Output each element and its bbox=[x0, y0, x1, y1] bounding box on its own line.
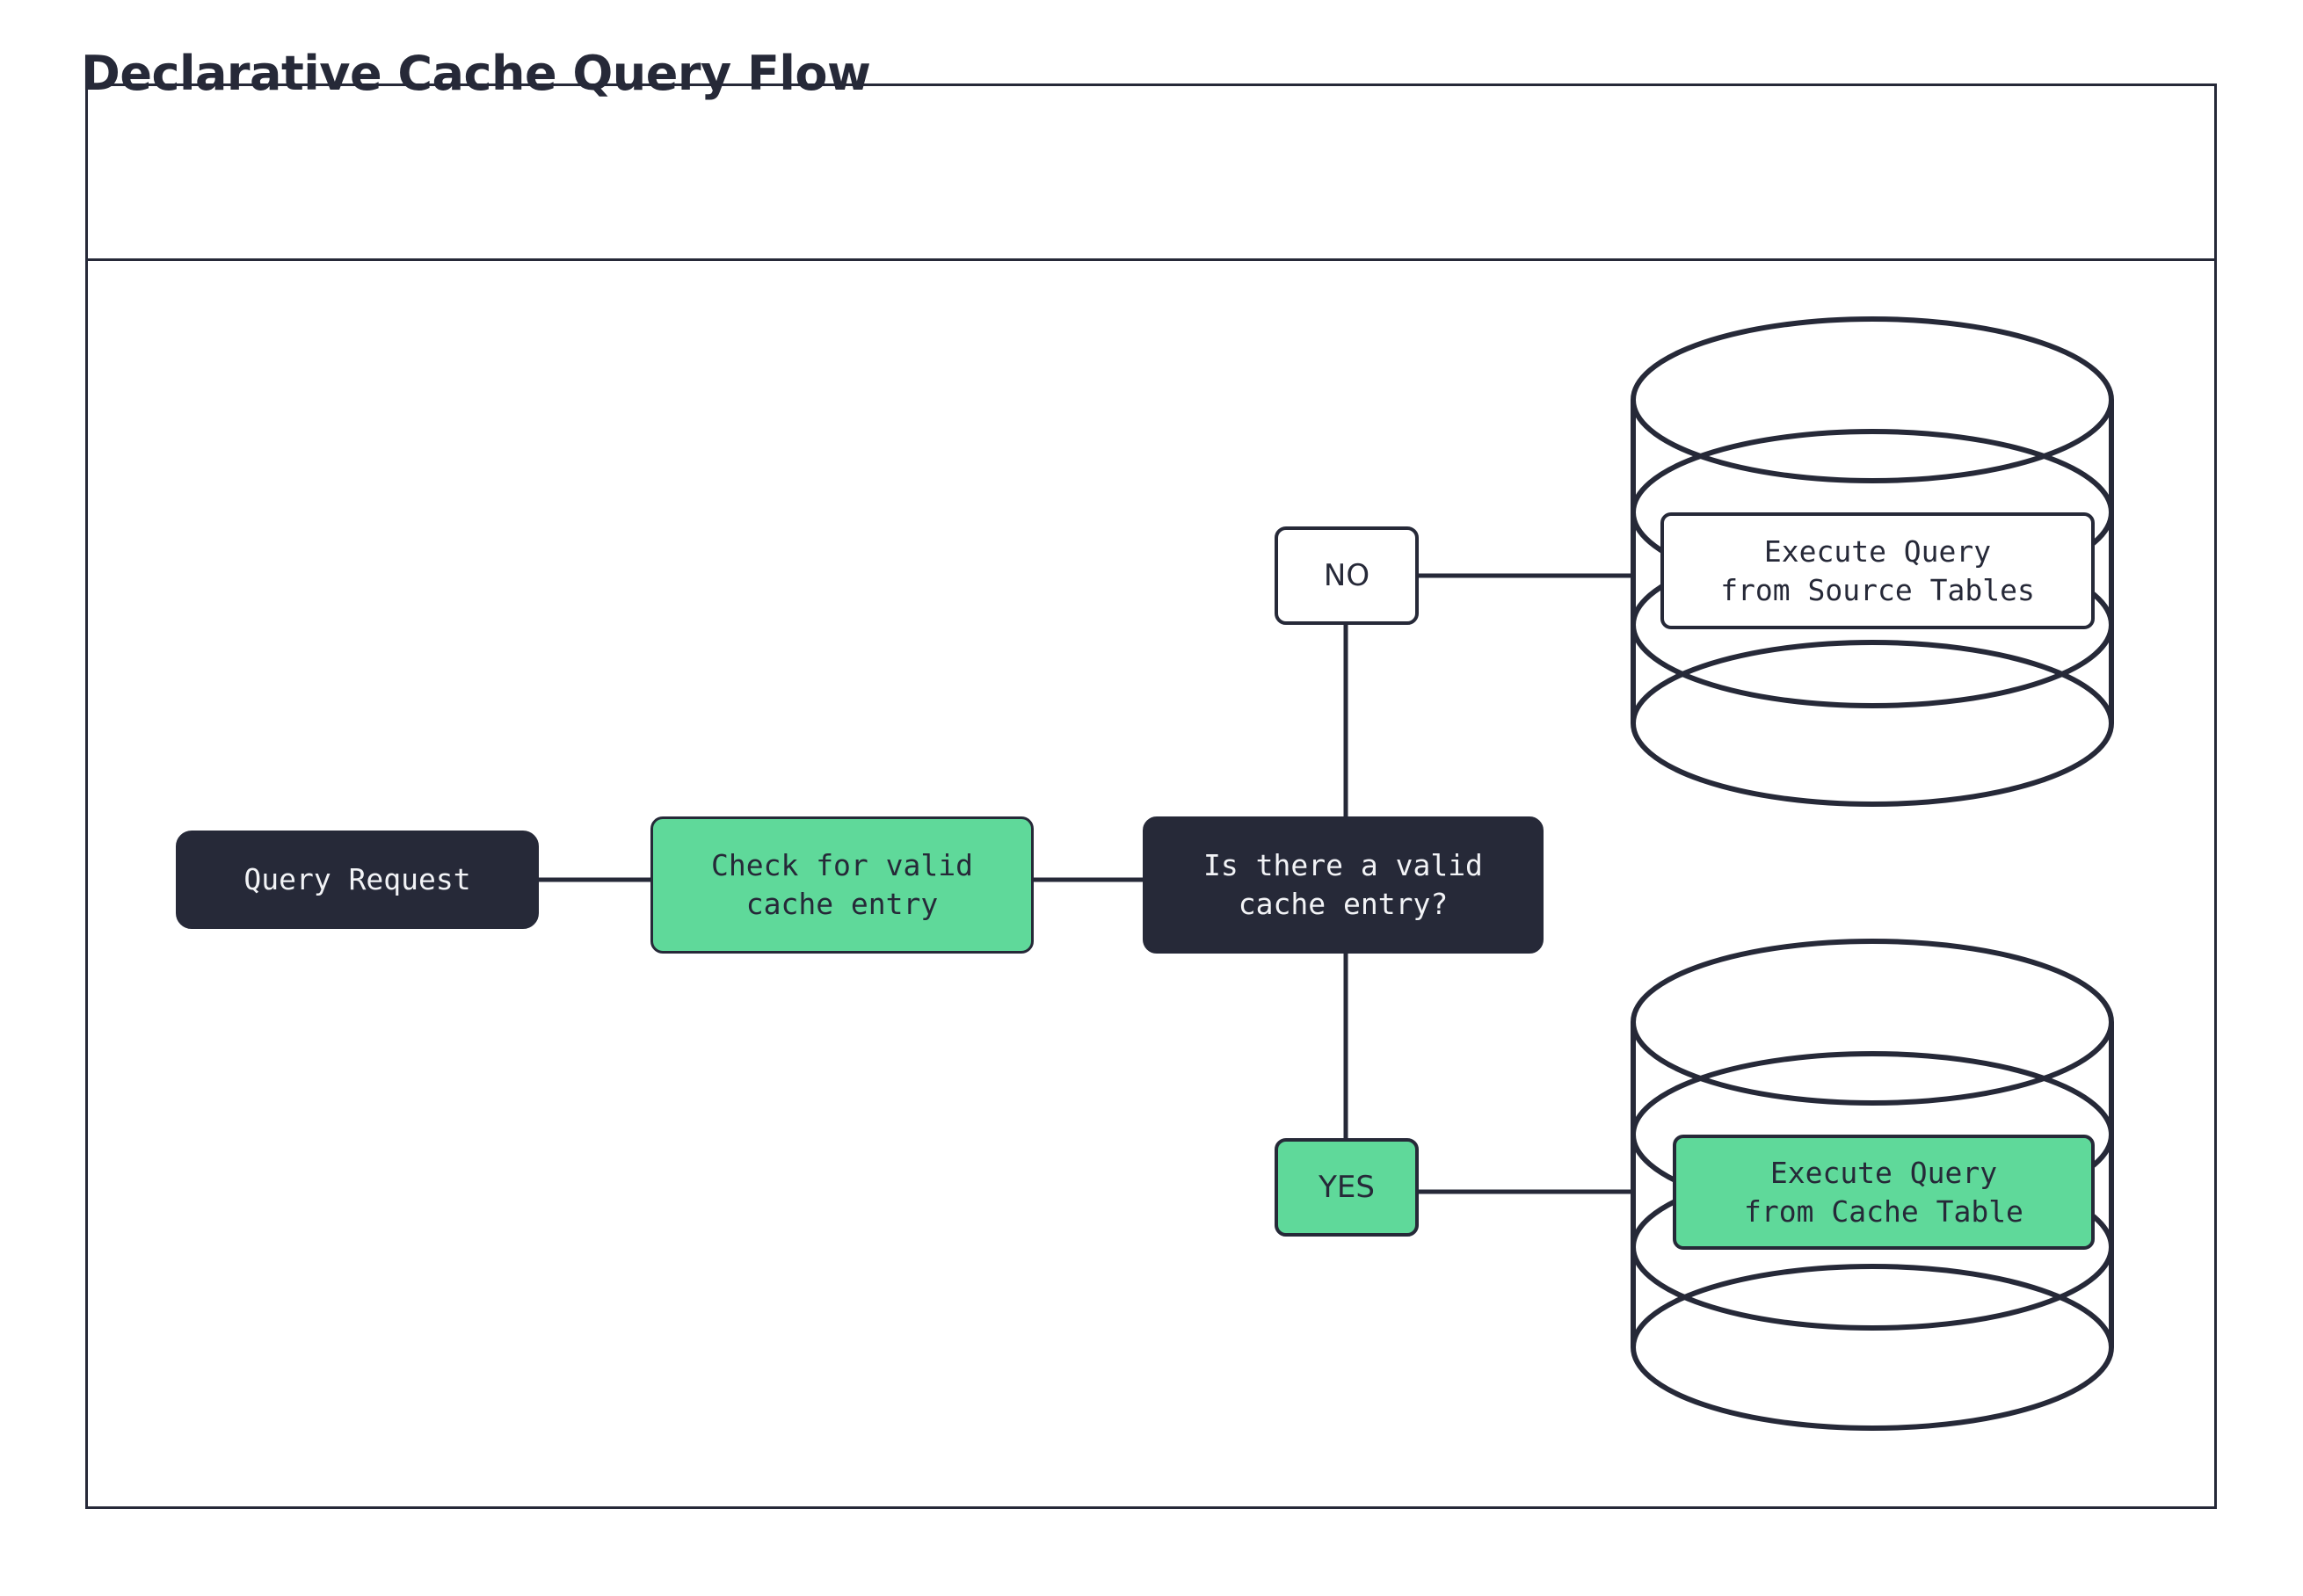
node-decision-valid-cache-entry[interactable]: Is there a valid cache entry? bbox=[1143, 816, 1544, 954]
node-check-for-valid-cache-entry[interactable]: Check for valid cache entry bbox=[650, 816, 1034, 954]
node-execute-query-from-cache-table[interactable]: Execute Query from Cache Table bbox=[1673, 1135, 2095, 1250]
node-execute-query-from-source-tables[interactable]: Execute Query from Source Tables bbox=[1660, 512, 2095, 629]
page-title: Declarative Cache Query Flow bbox=[81, 46, 871, 101]
branch-label-no[interactable]: NO bbox=[1275, 526, 1419, 625]
node-query-request[interactable]: Query Request bbox=[176, 831, 539, 929]
branch-label-yes[interactable]: YES bbox=[1275, 1138, 1419, 1237]
diagram-header bbox=[88, 86, 2214, 261]
